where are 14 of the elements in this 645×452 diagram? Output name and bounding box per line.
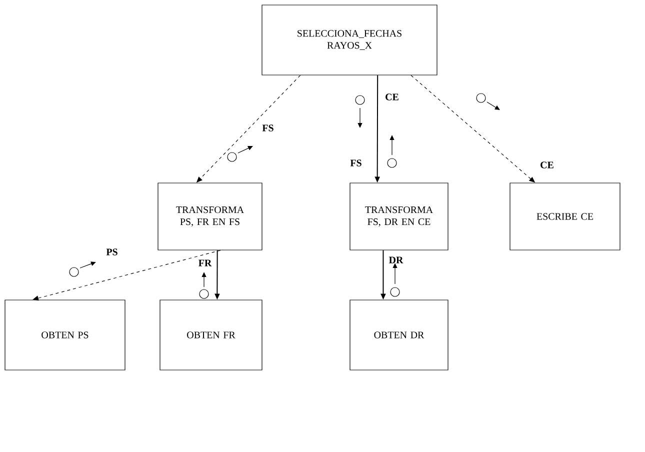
couple-label: FS (350, 160, 362, 166)
module-box: OBTEN DR (350, 300, 448, 370)
module-box: TRANSFORMA PS, FR EN FS (158, 182, 262, 250)
module-box: ESCRIBE CE (510, 182, 620, 250)
couple-label: FS (262, 124, 274, 132)
module-box: SELECCIONA_FECHAS RAYOS_X (262, 4, 438, 76)
couple-label: PS (106, 248, 118, 256)
module-box: OBTEN FR (160, 300, 262, 370)
couple-label: CE (540, 162, 554, 168)
couple-label: CE (386, 94, 398, 100)
module-box: OBTEN PS (4, 300, 126, 370)
couple-label: DR (388, 256, 404, 264)
couple-label: FR (198, 260, 212, 266)
module-box: TRANSFORMA FS, DR EN CE (350, 182, 448, 250)
